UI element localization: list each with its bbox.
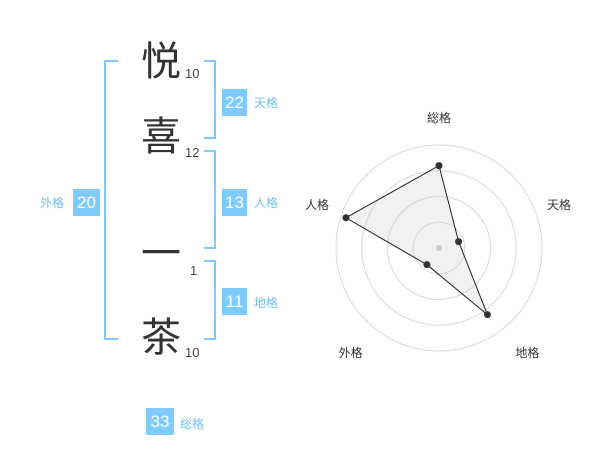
radar-ring-4 (335, 144, 543, 352)
radar-point-5 (342, 214, 350, 222)
radar-axis-label-5: 人格 (305, 197, 329, 212)
radar-axis-label-4: 外格 (339, 345, 363, 360)
jinkaku-bracket (204, 150, 216, 249)
radar-axis-label-1: 総格 (427, 110, 451, 125)
radar-point-4 (423, 261, 431, 269)
gaikaku-label: 外格 (40, 196, 65, 210)
radar-point-3 (483, 311, 491, 319)
gaikaku-value: 20 (73, 189, 100, 216)
jinkaku-value: 13 (222, 189, 247, 216)
name-char-4: 茶 (141, 315, 181, 361)
radar-ring-3 (361, 170, 517, 326)
tenkaku-value: 22 (222, 89, 247, 116)
radar-ring-2 (387, 196, 491, 300)
chikaku-value: 11 (222, 288, 247, 315)
radar-point-1 (435, 162, 443, 170)
chikaku-label: 地格 (254, 296, 279, 310)
tenkaku-label: 天格 (254, 96, 279, 110)
radar-point-2 (455, 238, 463, 246)
stroke-count-1: 10 (185, 66, 200, 81)
name-char-3: 一 (141, 231, 181, 277)
radar-axis-label-3: 地格 (515, 345, 539, 360)
stroke-count-3: 1 (190, 263, 198, 278)
name-char-2: 喜 (141, 114, 181, 160)
radar-ring-1 (412, 221, 466, 275)
radar-axis-label-2: 天格 (547, 197, 571, 212)
soukaku-label: 総格 (180, 417, 205, 431)
stroke-count-4: 10 (185, 345, 200, 360)
radar-center (436, 245, 442, 251)
chikaku-bracket (204, 260, 216, 340)
tenkaku-bracket (204, 60, 216, 139)
soukaku-value: 33 (146, 408, 174, 435)
jinkaku-label: 人格 (254, 196, 279, 210)
stroke-count-2: 12 (185, 145, 200, 160)
radar-polygon (344, 164, 488, 316)
gaikaku-bracket (104, 60, 118, 340)
name-char-1: 悦 (141, 39, 181, 85)
